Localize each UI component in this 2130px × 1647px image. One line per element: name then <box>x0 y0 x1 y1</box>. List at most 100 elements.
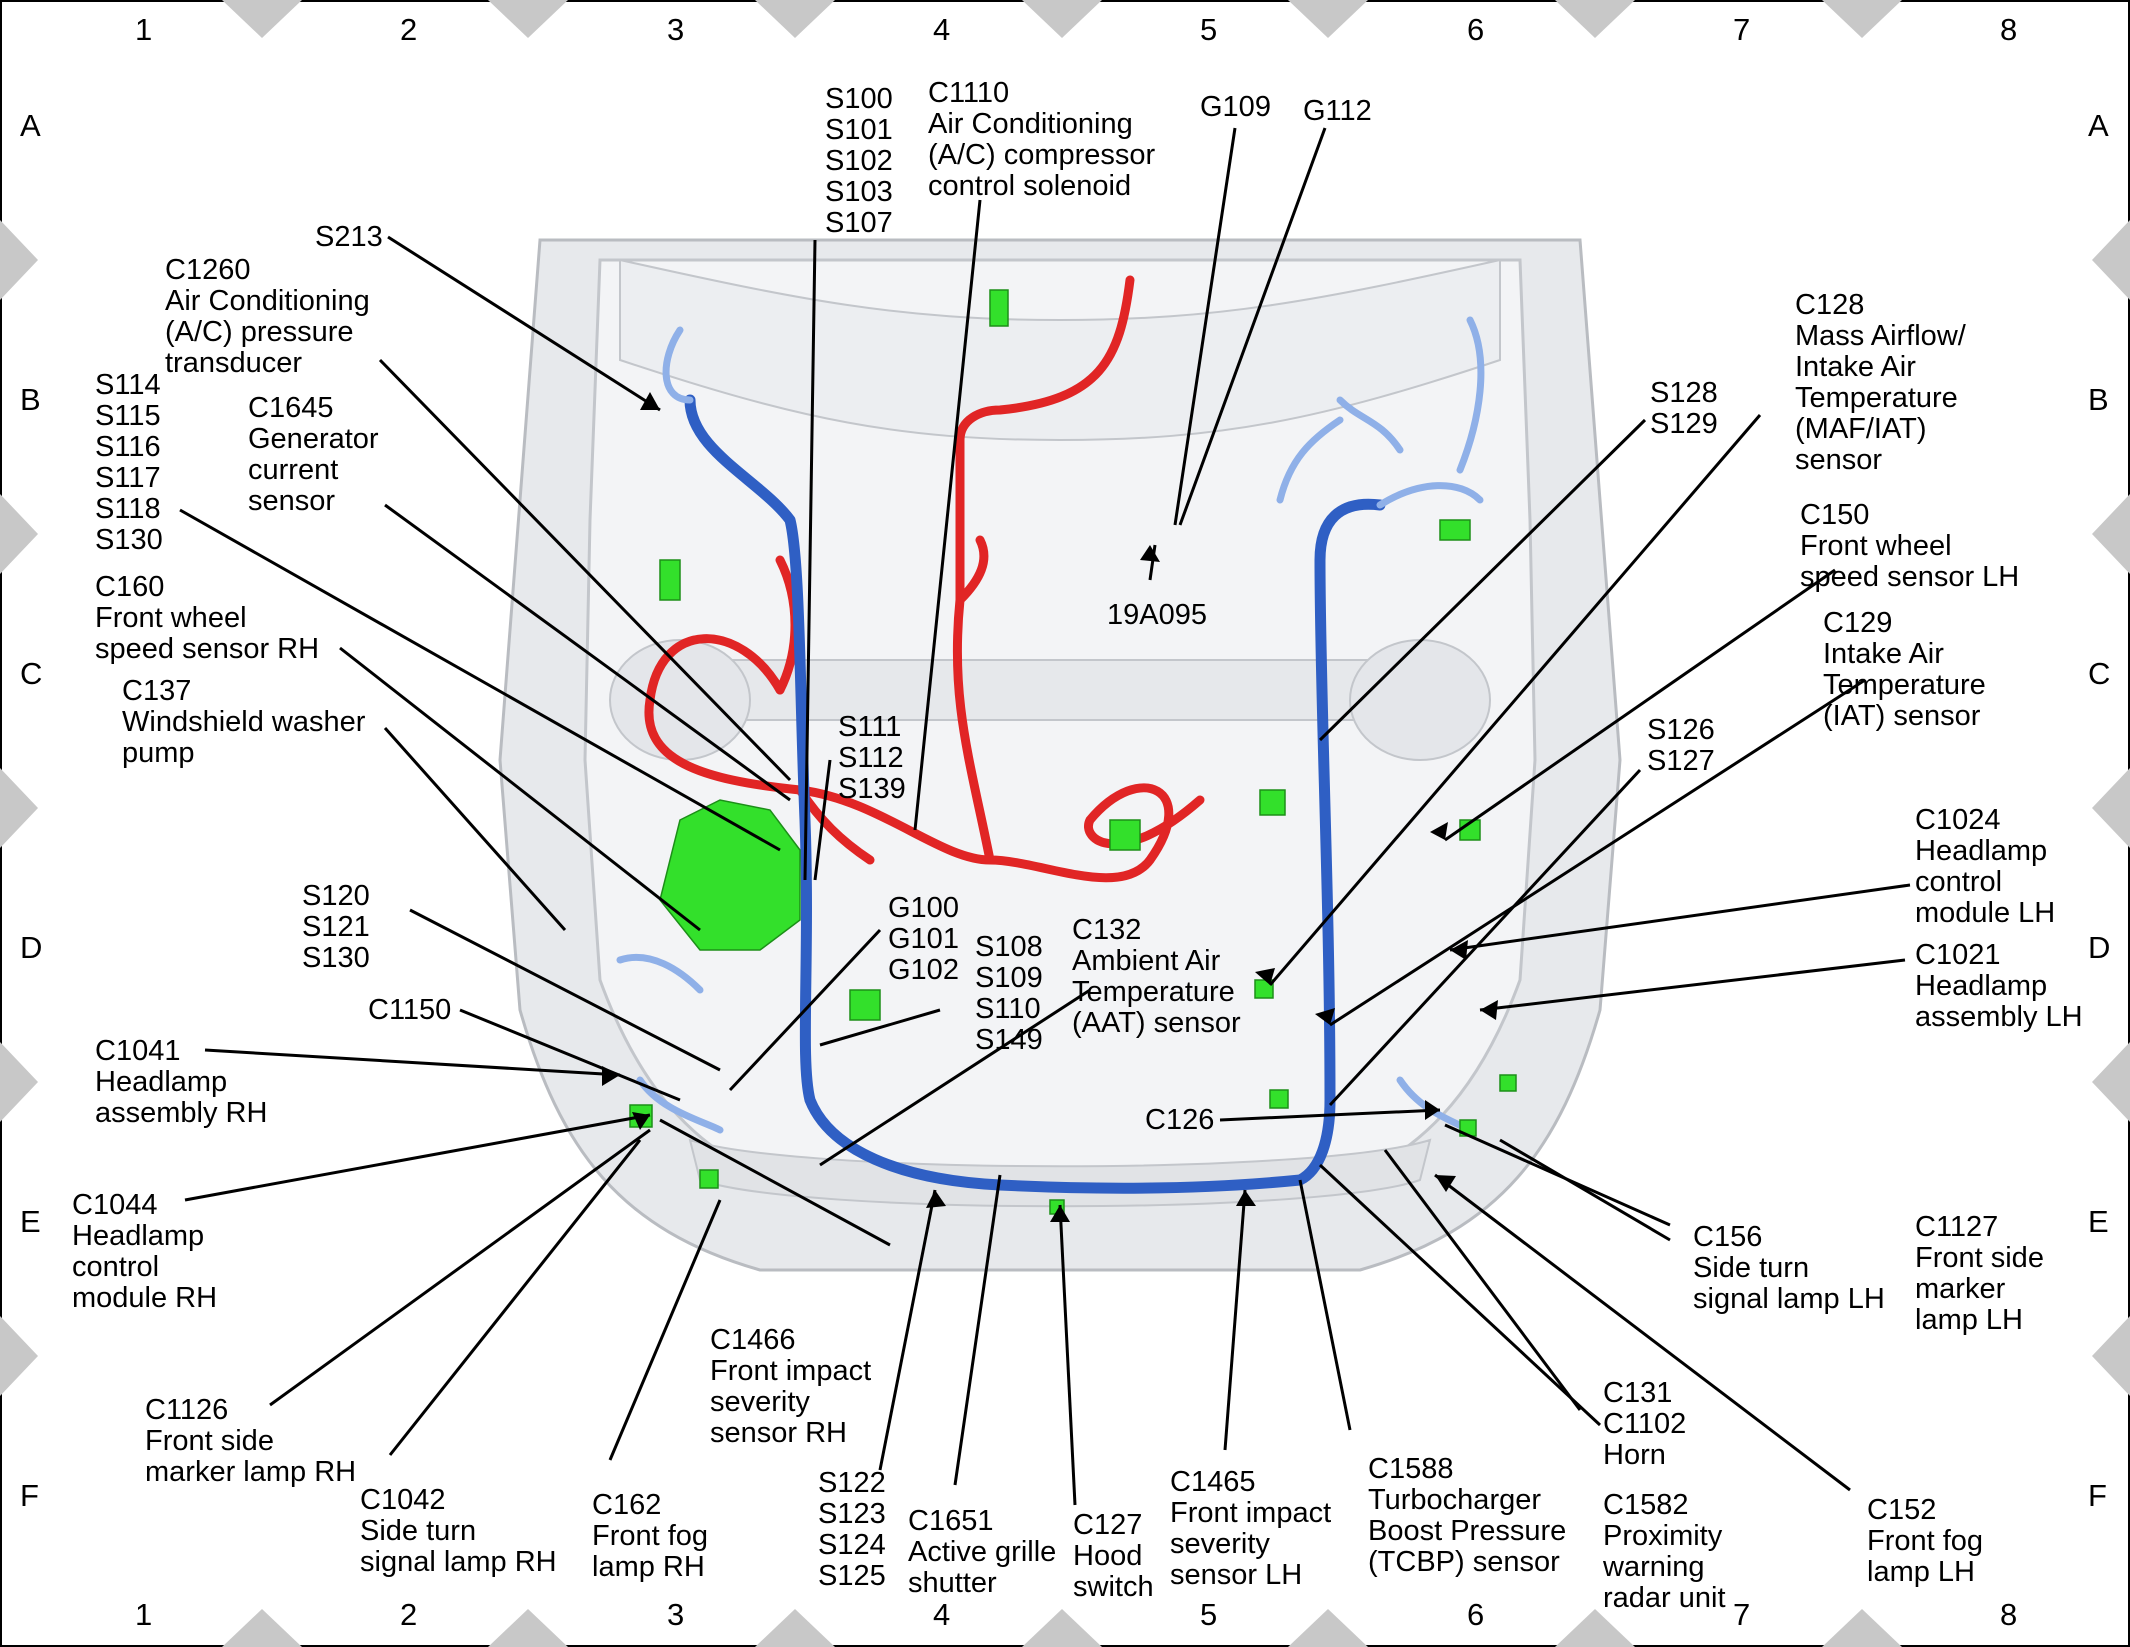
callout-s128-s129: S128 S129 <box>1650 377 1718 440</box>
strut-tower-rh <box>609 639 751 761</box>
callout-c137: C137 Windshield washer pump <box>122 675 366 769</box>
strut-tower-lh <box>1349 639 1491 761</box>
callout-c126: C126 <box>1145 1104 1215 1136</box>
callout-c1041: C1041 Headlamp assembly RH <box>95 1035 268 1129</box>
arrowhead <box>632 1112 650 1130</box>
leader-line <box>1298 1179 1352 1431</box>
callout-s114-s130: S114 S115 S116 S117 S118 S130 <box>95 369 163 556</box>
grid-row-f-left: F <box>20 1478 39 1513</box>
red-harness-main <box>644 275 1205 883</box>
connector <box>659 559 681 601</box>
callout-c160: C160 Front wheel speed sensor RH <box>95 571 320 665</box>
callout-c1044: C1044 Headlamp control module RH <box>72 1189 218 1314</box>
callout-c150: C150 Front wheel speed sensor LH <box>1800 499 2020 593</box>
callout-c1260: C1260 Air Conditioning (A/C) pressure tr… <box>165 254 370 379</box>
grid-column-8-top: 8 <box>2000 12 2018 47</box>
connector <box>1109 819 1141 851</box>
leader-line <box>387 235 661 412</box>
arrowhead <box>1450 940 1468 960</box>
leader-line <box>1318 1163 1602 1427</box>
callout-s213: S213 <box>315 221 383 253</box>
leader-line <box>813 759 832 881</box>
grid-row-a-left: A <box>20 108 41 143</box>
connectors <box>629 289 1517 1215</box>
grid-row-e-right: E <box>2088 1204 2109 1239</box>
grid-column-4-top: 4 <box>933 12 951 47</box>
leader-line <box>1223 1189 1247 1451</box>
callout-g109: G109 <box>1200 91 1271 123</box>
connector <box>1269 1089 1289 1109</box>
leader-line <box>1219 1108 1441 1122</box>
grid-column-1-bottom: 1 <box>135 1597 153 1632</box>
leader-line <box>204 1048 621 1077</box>
callout-c1582: C1582 Proximity warning radar unit <box>1603 1489 1726 1614</box>
arrowhead <box>640 392 660 410</box>
callout-19a095: 19A095 <box>1107 599 1207 631</box>
grid-column-2-bottom: 2 <box>400 1597 418 1632</box>
leader-line <box>728 928 882 1092</box>
connector <box>989 289 1009 327</box>
leader-line <box>409 908 721 1072</box>
leader-line <box>1449 883 1911 952</box>
arrowhead <box>1315 1008 1335 1025</box>
leader-line <box>1178 127 1327 526</box>
grid-column-7-top: 7 <box>1733 12 1751 47</box>
grid-column-3-bottom: 3 <box>667 1597 685 1632</box>
leader-line <box>1268 414 1762 986</box>
callout-s108-s149: S108 S109 S110 S149 <box>975 931 1043 1056</box>
grid-column-3-top: 3 <box>667 12 685 47</box>
callout-g112: G112 <box>1303 95 1372 127</box>
leader-line <box>383 727 567 931</box>
grid-column-5-bottom: 5 <box>1200 1597 1218 1632</box>
leader-line <box>179 508 781 852</box>
arrowhead <box>926 1190 946 1208</box>
grid-row-c-left: C <box>20 656 43 691</box>
callout-c1645: C1645 Generator current sensor <box>248 392 379 517</box>
callout-c1042: C1042 Side turn signal lamp RH <box>360 1484 557 1578</box>
grid-column-4-bottom: 4 <box>933 1597 951 1632</box>
grid-row-b-right: B <box>2088 382 2109 417</box>
leader-line <box>1318 418 1647 742</box>
leader-arrowheads <box>602 392 1498 1222</box>
callout-c1150: C1150 <box>368 994 452 1026</box>
callout-c1110: C1110 Air Conditioning (A/C) compressor … <box>928 77 1156 202</box>
connector <box>1439 519 1471 541</box>
grid-row-d-left: D <box>20 930 43 965</box>
callout-c129: C129 Intake Air Temperature (IAT) sensor <box>1823 607 1986 732</box>
generator-current-sensor-assembly <box>659 799 801 951</box>
leader-line <box>1329 678 1866 1027</box>
grid-column-5-top: 5 <box>1200 12 1218 47</box>
leader-line <box>1328 768 1642 1107</box>
arrowhead <box>1435 1175 1456 1192</box>
leader-line <box>608 1199 722 1461</box>
leader-line <box>378 358 792 782</box>
callout-s122-s125: S122 S123 S124 S125 <box>818 1467 886 1592</box>
callout-c162: C162 Front fog lamp RH <box>592 1489 709 1583</box>
callout-c1465: C1465 Front impact severity sensor LH <box>1170 1466 1332 1591</box>
leader-line <box>1444 568 1836 842</box>
arrowhead <box>1236 1190 1256 1206</box>
callout-c1024: C1024 Headlamp control module LH <box>1915 804 2056 929</box>
arrowhead <box>1050 1205 1070 1222</box>
callout-c1021: C1021 Headlamp assembly LH <box>1915 939 2083 1033</box>
leader-lines <box>179 127 1911 1506</box>
callout-c1466: C1466 Front impact severity sensor RH <box>710 1324 872 1449</box>
cowl <box>619 258 1501 442</box>
arrowhead <box>1480 1000 1498 1020</box>
grid-row-d-right: D <box>2088 930 2111 965</box>
grid-column-8-bottom: 8 <box>2000 1597 2018 1632</box>
leader-line <box>878 1189 937 1471</box>
callout-c128: C128 Mass Airflow/ Intake Air Temperatur… <box>1795 289 1966 476</box>
leader-line <box>819 988 1091 1167</box>
callout-c1127: C1127 Front side marker lamp LH <box>1915 1211 2044 1336</box>
callout-s100-s107: S100 S101 S102 S103 S107 <box>825 83 893 239</box>
leader-line <box>659 1118 891 1247</box>
callout-g100-g102: G100 G101 G102 <box>888 892 959 986</box>
callout-c1588: C1588 Turbocharger Boost Pressure (TCBP)… <box>1368 1453 1567 1578</box>
grid-row-f-right: F <box>2088 1478 2107 1513</box>
arrowhead <box>602 1066 620 1086</box>
leader-line <box>1434 1173 1851 1492</box>
leader-line <box>1499 1138 1671 1242</box>
